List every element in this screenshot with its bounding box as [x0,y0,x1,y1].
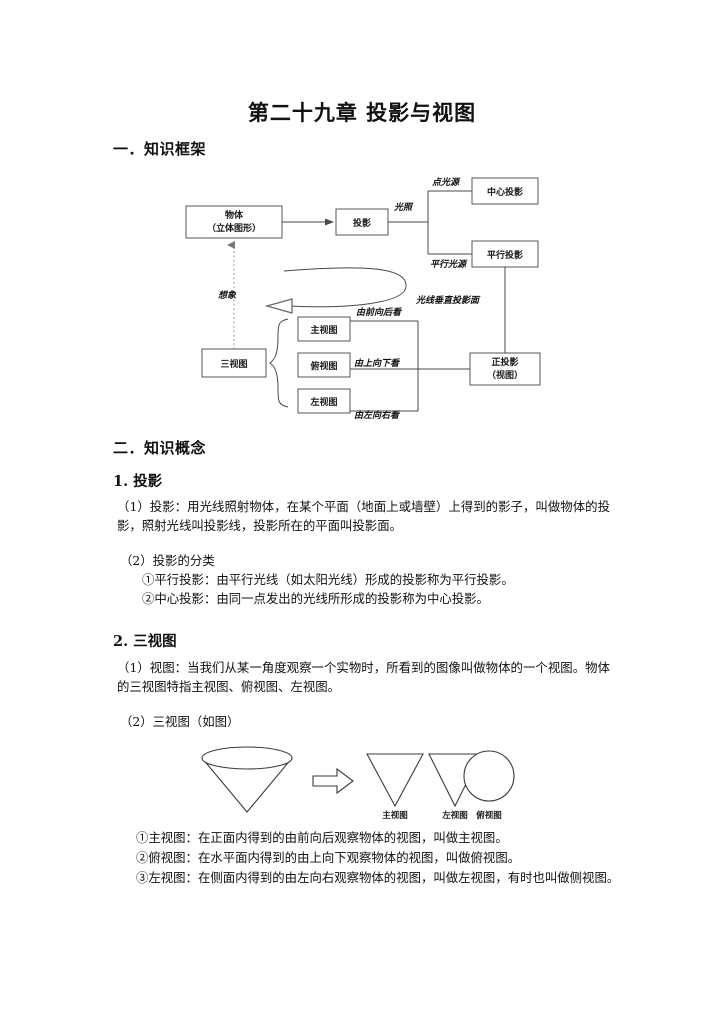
diagram-label-point-source: 点光源 [431,177,461,188]
paragraph-main-view-definition: ①主视图：在正面内得到的由前向后观察物体的视图，叫做主视图。 [136,830,508,845]
diagram-label-left-to-right: 由左向右看 [354,410,400,421]
cone-three-views-figure: 主视图 左视图 俯视图 [185,742,515,820]
top-view-circle [463,750,515,802]
paragraph-parallel-projection: ①平行投影：由平行光线（如太阳光线）形成的投影称为平行投影。 [142,572,514,587]
section-heading-knowledge-concepts: 二．知识概念 [113,439,207,457]
knowledge-framework-diagram: 物体 （立体图形） 投影 光照 点光源 平行光源 中心投影 平行投影 [150,175,590,430]
cone-body [201,757,293,813]
diagram-box-main-view [297,316,351,342]
diagram-box-object-line2: （立体图形） [207,222,261,234]
paragraph-top-view-definition: ②俯视图：在水平面内得到的由上向下观察物体的视图，叫做俯视图。 [136,850,521,865]
diagram-box-three-views-label: 三视图 [220,358,247,370]
diagram-box-object [185,205,283,239]
diagram-box-parallel-projection [471,240,539,268]
diagram-box-orthographic-line1: 正投影 [491,356,518,368]
diagram-box-parallel-projection-label: 平行投影 [487,249,523,261]
diagram-box-orthographic-line2: （视图） [487,369,523,381]
main-view-label: 主视图 [382,810,408,820]
diagram-label-front-to-back: 由前向后看 [356,307,402,318]
paragraph-left-view-definition: ③左视图：在侧面内得到的由左向右观察物体的视图，叫做左视图，有时也叫做侧视图。 [136,870,620,885]
diagram-brace [269,318,289,408]
diagram-box-top-view-label: 俯视图 [310,360,337,372]
diagram-box-main-view-label: 主视图 [310,324,337,336]
left-view-label: 左视图 [441,810,468,820]
diagram-box-projection-label: 投影 [353,217,371,229]
top-view-label: 俯视图 [476,810,502,820]
page-title: 第二十九章 投影与视图 [247,100,477,125]
diagram-label-imagination: 想象 [218,290,237,301]
subsection-heading-three-views: 2. 三视图 [113,633,177,650]
subsection-heading-projection: 1. 投影 [113,473,163,490]
transform-arrow-icon [312,767,354,795]
paragraph-projection-classification-title: （2）投影的分类 [120,553,215,568]
diagram-label-top-to-bottom: 由上向下看 [354,358,400,369]
paragraph-three-views-figure-title: （2）三视图（如图） [120,714,240,729]
diagram-label-illumination: 光照 [393,202,414,213]
diagram-box-central-projection [471,177,539,205]
diagram-label-perpendicular: 光线垂直投影面 [415,295,481,306]
cone-top-ellipse [201,746,293,770]
diagram-box-projection [335,208,389,236]
diagram-box-central-projection-label: 中心投影 [487,186,523,198]
section-heading-knowledge-framework: 一．知识框架 [113,140,207,158]
diagram-box-left-view-label: 左视图 [309,396,337,408]
diagram-curved-arrow-path [283,267,407,308]
main-view-triangle [366,753,424,808]
diagram-box-three-views [201,348,267,378]
diagram-box-top-view [297,352,351,378]
paragraph-central-projection: ②中心投影：由同一点发出的光线所形成的投影称为中心投影。 [142,591,489,606]
diagram-curved-arrow-head [264,298,293,314]
diagram-label-parallel-source: 平行光源 [430,259,468,270]
diagram-box-orthographic [469,352,541,386]
diagram-box-left-view [297,388,351,414]
paragraph-projection-definition: （1）投影：用光线照射物体，在某个平面（地面上或墙壁）上得到的影子，叫做物体的投… [117,499,610,533]
paragraph-view-definition: （1）视图：当我们从某一角度观察一个实物时，所看到的图像叫做物体的一个视图。物体… [117,660,610,694]
diagram-box-object-line1: 物体 [225,209,244,221]
